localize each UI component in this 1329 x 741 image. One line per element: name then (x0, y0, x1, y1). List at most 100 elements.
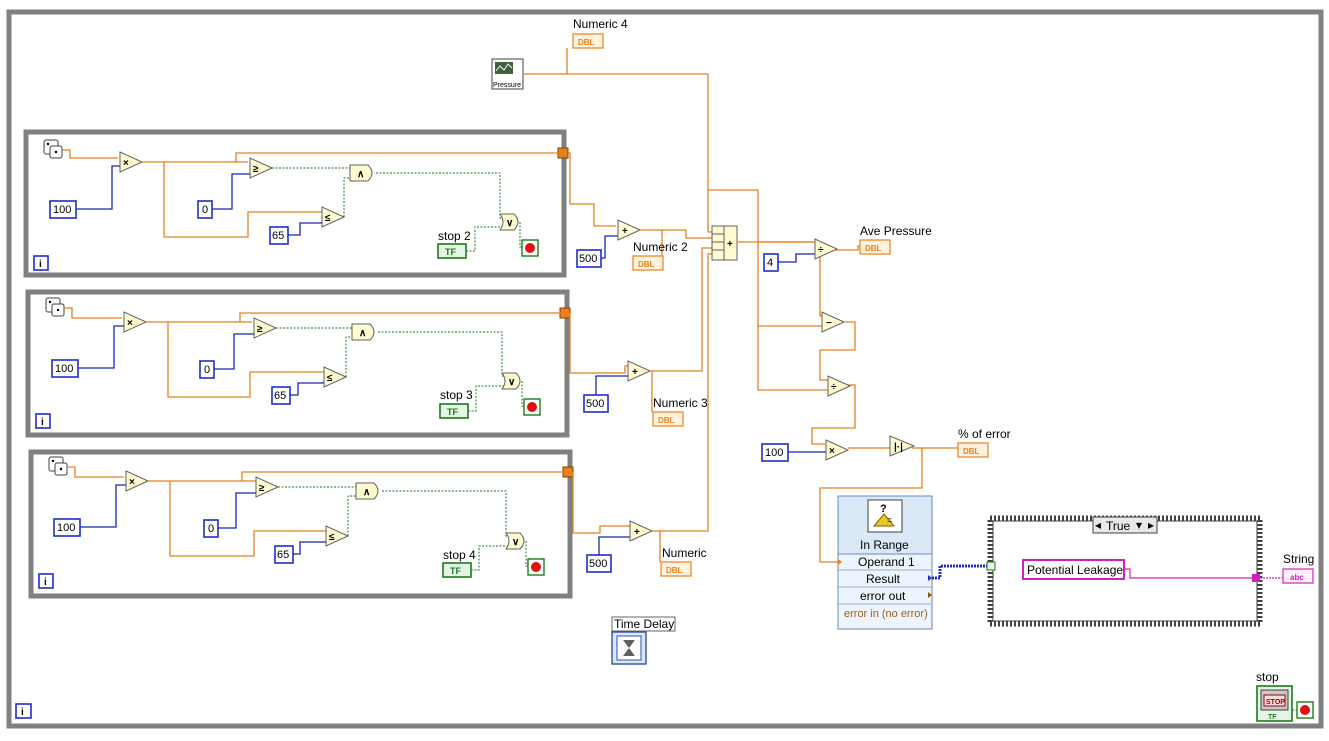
constant-100[interactable]: 100 (51, 359, 79, 378)
stop-2-label: stop 2 (438, 229, 471, 243)
constant-500-1[interactable]: 500 (576, 249, 602, 268)
numeric-indicator[interactable]: DBL (660, 561, 692, 577)
multiply-node[interactable]: × (123, 311, 148, 333)
potential-leakage-text: Potential Leakage (1027, 563, 1123, 577)
and-node[interactable]: ∧ (351, 323, 375, 341)
divide-node-1[interactable]: ÷ (814, 238, 839, 260)
constant-0[interactable]: 0 (199, 360, 215, 379)
and-node[interactable]: ∧ (355, 482, 379, 500)
svg-text:+: + (622, 226, 628, 237)
dbl-tag: DBL (666, 566, 683, 575)
or-node[interactable]: ∨ (501, 372, 521, 390)
iteration-label: i (44, 577, 47, 588)
pressure-subvi[interactable]: Pressure (491, 58, 524, 90)
add-node-2[interactable]: + (627, 360, 652, 382)
case-structure: ◂ True ▾ ▸ Potential Leakage (986, 515, 1263, 627)
constant-0[interactable]: 0 (203, 519, 219, 538)
svg-text:+: + (632, 367, 638, 378)
constant-65[interactable]: 65 (274, 545, 294, 564)
svg-text:∧: ∧ (359, 328, 366, 339)
constant-500-3[interactable]: 500 (586, 554, 612, 573)
stop-4-control[interactable]: TF (442, 562, 472, 578)
less-equal-node[interactable]: ≤ (321, 206, 346, 228)
constant-65[interactable]: 65 (269, 226, 289, 245)
numeric4-indicator[interactable]: DBL (572, 33, 604, 49)
multiply-node[interactable]: × (119, 151, 144, 173)
constant-500-2[interactable]: 500 (583, 394, 609, 413)
potential-leakage-constant[interactable]: Potential Leakage (1022, 559, 1125, 580)
svg-text:−: − (826, 318, 832, 329)
constant-100-text: 100 (55, 363, 73, 375)
loop-condition-2 (523, 398, 541, 416)
svg-text:▸: ▸ (1148, 518, 1154, 532)
string-indicator[interactable]: abc (1282, 568, 1314, 584)
divide-node-2[interactable]: ÷ (827, 375, 852, 397)
constant-100-calc[interactable]: 100 (761, 443, 789, 462)
numeric4-label: Numeric 4 (573, 17, 628, 31)
less-equal-node[interactable]: ≤ (325, 525, 350, 547)
stop-button[interactable]: STOP TF (1256, 685, 1293, 722)
svg-text:×: × (127, 318, 133, 329)
svg-text:÷: ÷ (818, 245, 824, 256)
case-selector-label[interactable]: ◂ True ▾ ▸ (1092, 516, 1158, 534)
constant-100-text: 100 (765, 447, 783, 459)
absolute-value-node[interactable]: |·| (889, 435, 916, 457)
or-node[interactable]: ∨ (505, 532, 525, 550)
multiply-node-calc[interactable]: × (825, 439, 850, 461)
constant-100-text: 100 (57, 522, 75, 534)
svg-text:▾: ▾ (1136, 518, 1142, 532)
stop-3-control[interactable]: TF (439, 403, 469, 419)
numeric3-indicator[interactable]: DBL (652, 411, 684, 427)
constant-65[interactable]: 65 (271, 386, 291, 405)
loop-condition-1 (521, 239, 539, 257)
constant-100[interactable]: 100 (49, 200, 77, 219)
tf-tag: TF (445, 247, 456, 257)
dice-icon[interactable] (43, 139, 63, 159)
outer-iteration-terminal: i (15, 703, 32, 719)
constant-100[interactable]: 100 (53, 518, 81, 537)
constant-0[interactable]: 0 (197, 200, 213, 219)
for-loop-2: i × 100 ≥ 0 ≤ (25, 289, 571, 438)
ave-pressure-indicator[interactable]: DBL (859, 239, 891, 255)
in-range-error-out: error out (860, 589, 906, 603)
constant-0-text: 0 (202, 204, 208, 216)
svg-text:∨: ∨ (508, 377, 515, 388)
greater-equal-node[interactable]: ≥ (253, 317, 278, 339)
less-equal-node[interactable]: ≤ (323, 366, 348, 388)
dbl-tag: DBL (865, 244, 882, 253)
in-range-title: In Range (860, 538, 909, 552)
add-node-3[interactable]: + (629, 520, 654, 542)
multiply-node[interactable]: × (125, 470, 150, 492)
svg-text:∨: ∨ (506, 218, 513, 229)
hourglass-icon[interactable] (611, 631, 647, 665)
percent-error-indicator[interactable]: DBL (957, 442, 989, 458)
in-range-express-vi[interactable]: ? = In Range Operand 1 Result error out … (837, 495, 933, 630)
svg-text:◂: ◂ (1095, 518, 1101, 532)
constant-4[interactable]: 4 (763, 253, 779, 272)
and-node[interactable]: ∧ (349, 164, 373, 182)
add-node-1[interactable]: + (617, 219, 642, 241)
dbl-tag: DBL (578, 38, 595, 47)
stop-label: stop (1256, 670, 1279, 684)
iteration-terminal-1: i (33, 255, 49, 271)
iteration-terminal-2: i (35, 413, 51, 429)
iteration-label: i (41, 417, 44, 428)
or-node[interactable]: ∨ (499, 213, 519, 231)
svg-text:≤: ≤ (325, 213, 331, 224)
svg-text:|·|: |·| (894, 442, 903, 453)
greater-equal-node[interactable]: ≥ (255, 476, 280, 498)
constant-100-text: 100 (53, 204, 71, 216)
greater-equal-node[interactable]: ≥ (249, 157, 274, 179)
numeric2-indicator[interactable]: DBL (632, 255, 664, 271)
dice-icon[interactable] (45, 297, 65, 317)
svg-text:∧: ∧ (363, 487, 370, 498)
dice-icon[interactable] (48, 456, 68, 476)
abc-tag: abc (1290, 573, 1304, 582)
svg-text:≥: ≥ (253, 164, 259, 175)
loop-condition-3 (527, 558, 545, 576)
stop-2-control[interactable]: TF (437, 243, 467, 259)
svg-text:∨: ∨ (512, 537, 519, 548)
compound-add-node[interactable]: + (711, 225, 738, 261)
subtract-node[interactable]: − (821, 311, 846, 333)
constant-500-text: 500 (579, 253, 597, 265)
